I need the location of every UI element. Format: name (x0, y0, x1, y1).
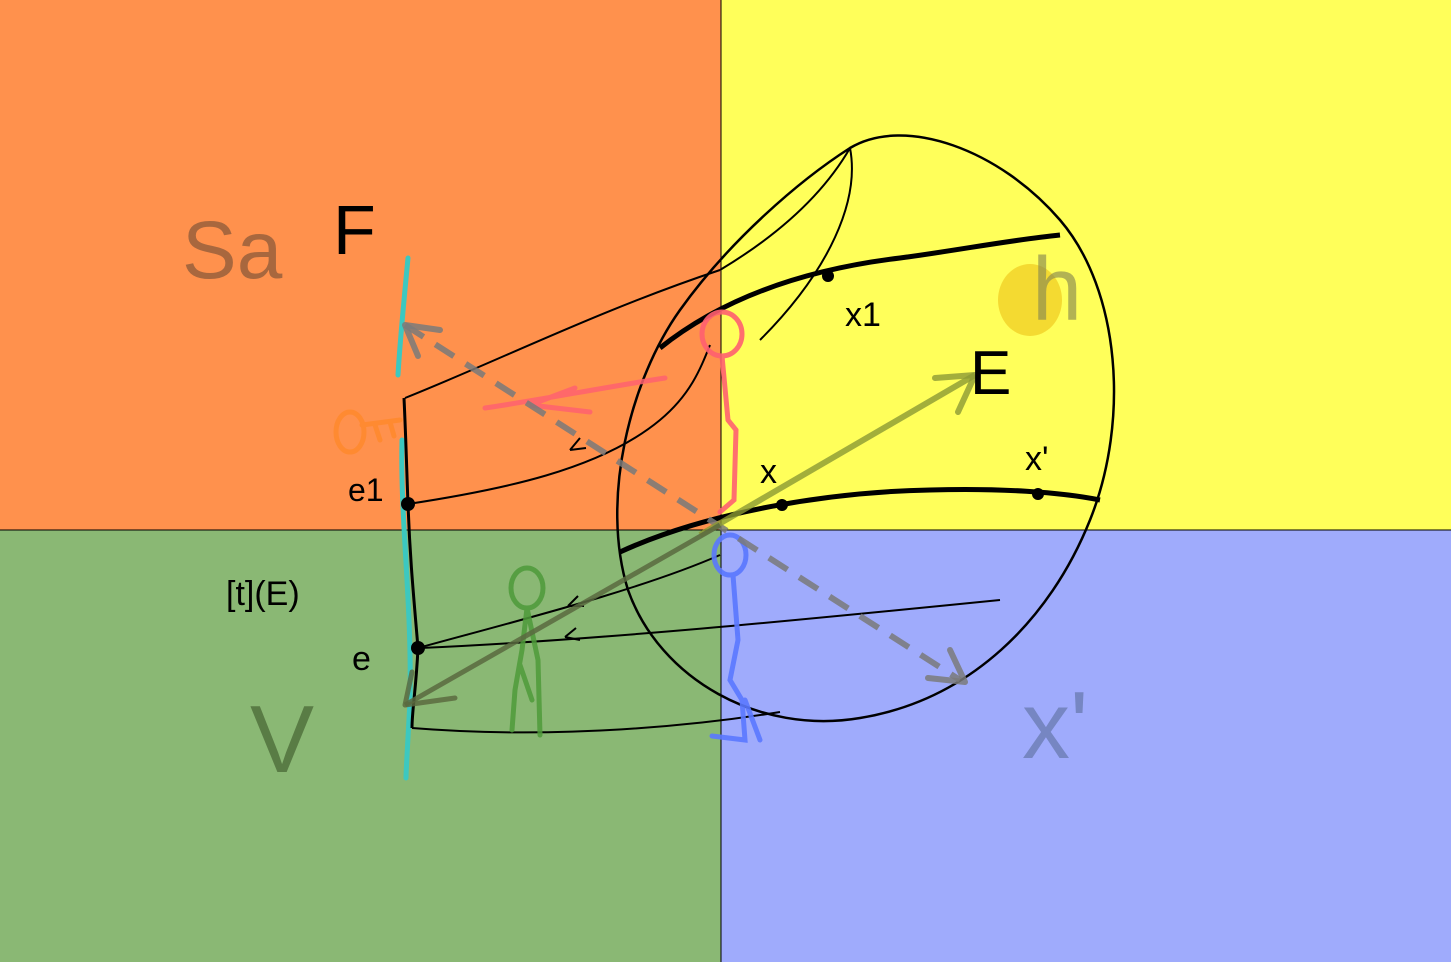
total-space-e-curve (616, 134, 1116, 723)
point-x-prime-dot (1032, 488, 1044, 500)
base-line (402, 397, 420, 729)
proj-curve-1 (404, 269, 721, 399)
label-e-small: e (352, 640, 371, 678)
dashed-arrowhead-right (925, 647, 968, 685)
olive-arrowhead-e (932, 372, 978, 415)
label-e1: e1 (348, 472, 384, 508)
proj-curve-4 (419, 599, 1001, 649)
point-e-dot (411, 641, 425, 655)
label-v: V (250, 686, 314, 793)
olive-arrow-to-v (403, 522, 722, 708)
label-t-of-e: [t](E) (226, 575, 300, 613)
red-stick-figure (699, 309, 745, 515)
dashed-arrowhead-left (402, 322, 443, 359)
arrowhead-1 (569, 437, 587, 451)
quadrant-top-right (721, 0, 1451, 530)
proj-curve-2 (407, 344, 711, 505)
dashed-arrow-line (403, 322, 962, 683)
quadrant-bottom-left (0, 530, 721, 962)
label-x-prime-small: x' (1025, 440, 1049, 478)
yellow-blob (998, 264, 1062, 336)
label-sa: Sa (182, 205, 283, 296)
label-x-prime-big: x' (1022, 672, 1088, 779)
arrowhead-3 (564, 627, 581, 641)
cyan-fiber-stroke (395, 255, 413, 781)
orange-figure (333, 409, 403, 455)
point-x1-dot (822, 270, 834, 282)
label-x: x (760, 453, 777, 491)
point-e1-dot (401, 497, 415, 511)
label-h: h (1032, 240, 1082, 340)
point-x-dot (776, 499, 788, 511)
inner-curve-top (719, 147, 851, 271)
label-f: F (333, 191, 376, 269)
green-stick-figure (508, 565, 546, 738)
thick-fiber-lower (618, 487, 1101, 555)
olive-arrowhead-v (402, 669, 458, 708)
olive-arrow-to-e (698, 372, 977, 538)
label-e-big: E (970, 339, 1011, 408)
label-x1: x1 (845, 296, 881, 334)
inner-curve-right (759, 147, 853, 341)
blue-stick-figure (709, 532, 763, 743)
